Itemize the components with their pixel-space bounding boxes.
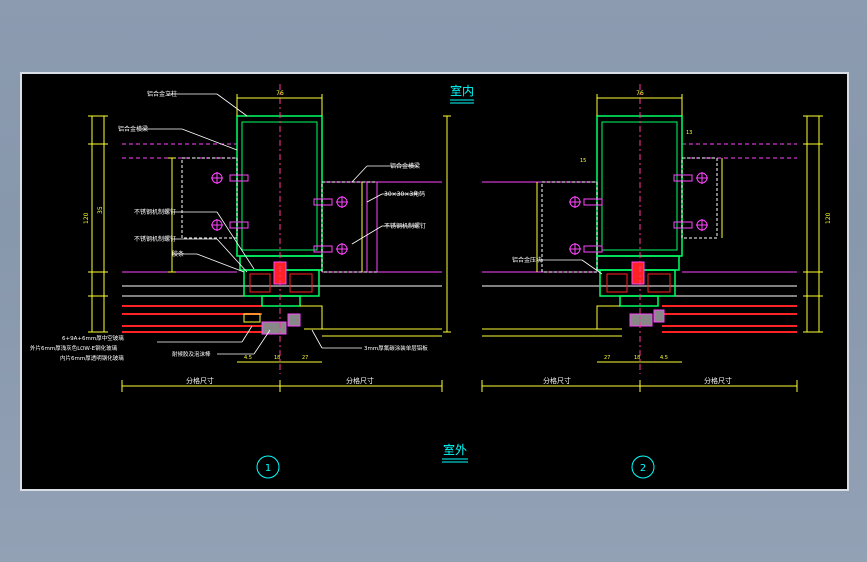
cad-drawing-canvas: 室内 室外 [30,83,832,479]
detail-bubble-2 [631,455,655,479]
left-dim-d1: 4.5 [244,355,252,361]
right-vert-dim: 120 [825,212,832,224]
left-dim-d3: 18 [274,355,280,361]
label-bolt-2: 不锈钢机制螺钉 [134,235,176,243]
right-dim-d4: 4.5 [660,355,668,361]
label-sealant: 耐候胶及泡沫棒 [172,350,211,358]
left-dim-d4: 27 [302,355,308,361]
right-dim-d1: 13 [686,130,692,136]
label-glass-1: 6+9A+6mm厚中空玻璃 [62,334,124,342]
label-angle: 30×30×3角码 [384,190,425,198]
left-vert-dim: 120 [83,212,90,224]
right-top-dim: 76 [636,90,644,97]
indoor-title: 室内 [450,83,474,98]
left-detail: 120 35 76 4.5 18 27 分格尺寸 分格尺寸 [30,84,451,479]
left-span-right: 分格尺寸 [346,376,374,385]
label-gasket: 胶条 [172,250,184,258]
right-dim-d5: 18 [634,355,640,361]
label-transom-r: 铝合金横梁 [390,162,420,170]
right-dim-d2: 15 [580,158,586,164]
right-span-right: 分格尺寸 [704,376,732,385]
label-glass-2: 外片6mm厚浅灰色LOW-E钢化玻璃 [30,344,118,352]
left-sub-dim: 35 [97,206,104,214]
label-cap: 铝合金压块 [512,256,542,264]
right-detail: 120 76 13 15 27 4.5 18 分格尺寸 分格尺寸 铝合金压块 2 [481,84,832,479]
label-panel: 3mm厚氟碳涂装单层铝板 [364,344,428,352]
detail-bubble-1 [256,455,280,479]
label-bolt-1: 不锈钢机制螺钉 [134,208,176,216]
label-glass-3: 内片6mm厚透明钢化玻璃 [60,354,124,362]
outdoor-title: 室外 [443,442,467,457]
right-span-left: 分格尺寸 [543,376,571,385]
right-dim-d3: 27 [604,355,610,361]
label-transom: 铝合金横梁 [118,125,148,133]
detail-number-2: 2 [640,463,646,474]
cad-viewport[interactable]: 室内 室外 [20,72,849,491]
detail-number-1: 1 [265,463,271,474]
left-top-dim: 76 [276,90,284,97]
label-bolt-r: 不锈钢机制螺钉 [384,222,426,230]
label-mullion: 铝合金立柱 [147,90,177,98]
left-span-left: 分格尺寸 [186,376,214,385]
